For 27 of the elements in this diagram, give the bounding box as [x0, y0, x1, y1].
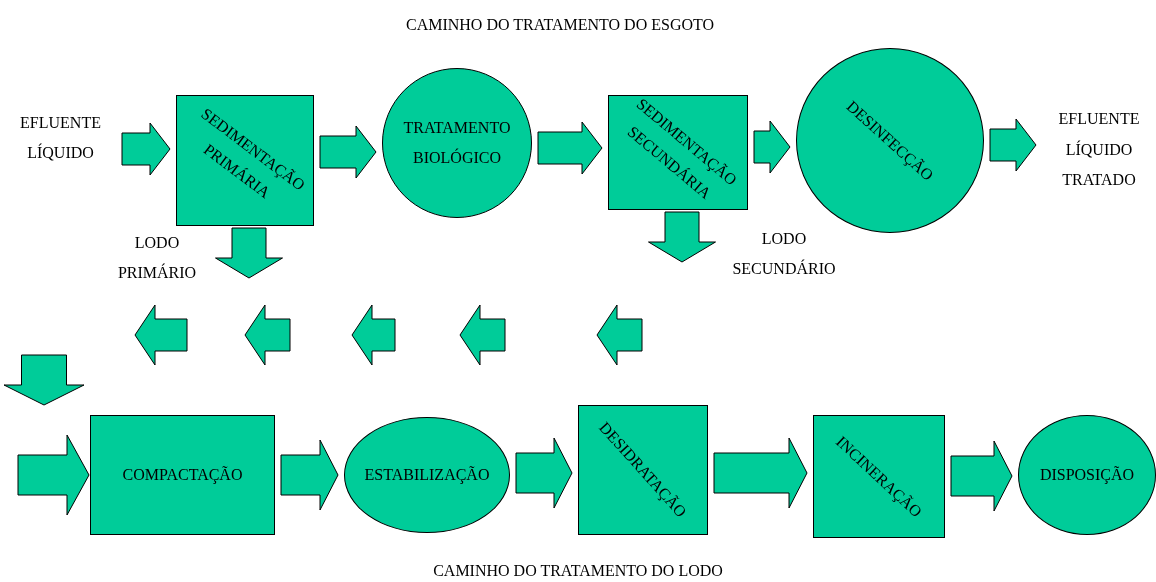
diagram-title: CAMINHO DO TRATAMENTO DO ESGOTO	[404, 15, 716, 35]
block-arrow	[121, 122, 171, 176]
flow-label: EFLUENTE LÍQUIDO	[19, 112, 102, 163]
block-arrow	[989, 118, 1037, 172]
process-box	[608, 95, 748, 210]
step-label: ESTABILIZAÇÃO	[364, 464, 490, 486]
block-arrow	[950, 440, 1013, 512]
process-box	[813, 415, 945, 538]
process-box	[90, 415, 275, 535]
edge-label: LODO PRIMÁRIO	[116, 233, 198, 284]
block-arrow	[648, 211, 716, 263]
diagram-caption: CAMINHO DO TRATAMENTO DO LODO	[432, 561, 724, 581]
block-arrow	[713, 437, 808, 509]
block-arrow	[515, 437, 573, 509]
block-arrow	[753, 120, 791, 174]
step-label: DISPOSIÇÃO	[1039, 464, 1135, 486]
block-arrow	[537, 121, 603, 175]
edge-label: LODO SECUNDÁRIO	[731, 229, 837, 280]
process-box	[578, 405, 708, 535]
block-arrow	[215, 227, 283, 279]
block-arrow	[319, 125, 377, 179]
process-box	[176, 95, 314, 226]
step-label: TRATAMENTO BIOLÓGICO	[402, 117, 512, 168]
flow-label: EFLUENTE LÍQUIDO TRATADO	[1057, 109, 1141, 191]
block-arrow	[17, 434, 90, 516]
block-arrow	[280, 439, 339, 511]
step-label: COMPACTAÇÃO	[122, 464, 243, 486]
